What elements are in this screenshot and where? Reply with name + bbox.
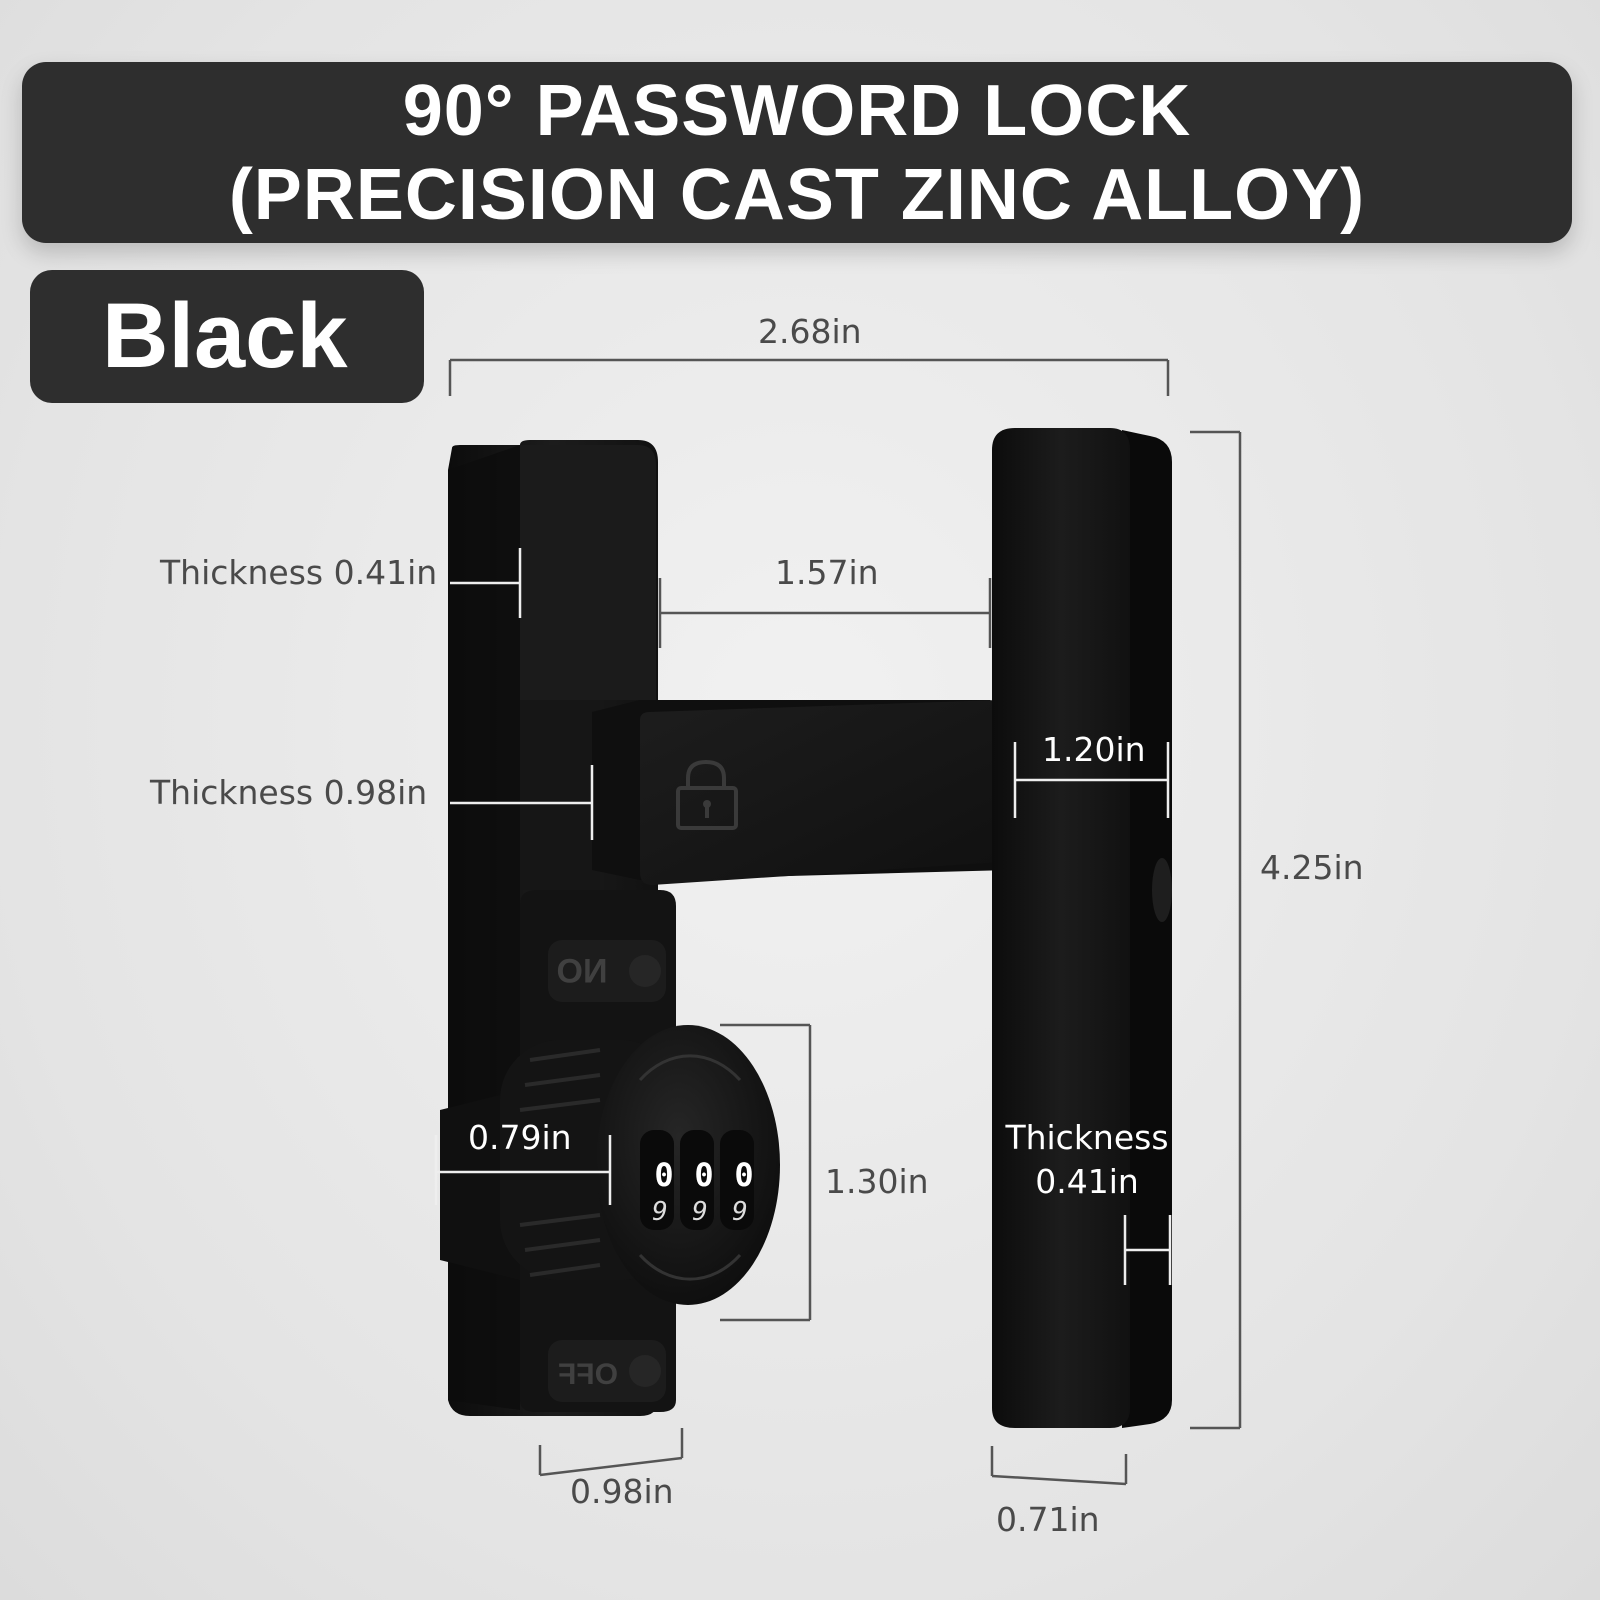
overall-width-label: 2.68in <box>758 312 862 351</box>
combination-dial: 0 0 0 9 9 9 <box>440 1025 780 1305</box>
dial-depth-label: 0.79in <box>468 1118 572 1157</box>
lock-arm <box>592 700 1012 885</box>
arm-width-label: 1.20in <box>1042 730 1146 769</box>
right-bottom-width-label: 0.71in <box>996 1500 1100 1539</box>
title-banner: 90° PASSWORD LOCK (PRECISION CAST ZINC A… <box>22 62 1572 243</box>
dial-digit-below-1: 9 <box>652 1197 668 1227</box>
dial-digit-3: 0 <box>734 1156 753 1194</box>
right-thickness-word: Thickness <box>1005 1118 1169 1157</box>
color-badge: Black <box>30 270 424 403</box>
height-label: 4.25in <box>1260 848 1364 887</box>
padlock-icon <box>676 759 738 830</box>
dial-digit-below-3: 9 <box>732 1197 748 1227</box>
right-thickness-value: 0.41in <box>1035 1162 1139 1201</box>
dial-digit-below-2: 9 <box>692 1197 708 1227</box>
switch-off-label: OFF <box>558 1358 618 1391</box>
mid-thickness-label: Thickness 0.98in <box>150 773 428 812</box>
dial-diameter-label: 1.30in <box>825 1162 929 1201</box>
title-line-1: 90° PASSWORD LOCK <box>402 70 1192 151</box>
right-bar <box>992 428 1172 1428</box>
dimension-lines <box>434 358 1242 1486</box>
title-line-2: (PRECISION CAST ZINC ALLOY) <box>228 154 1366 235</box>
top-thickness-label: Thickness 0.41in <box>160 553 438 592</box>
switch-on-label: ON <box>557 951 608 989</box>
left-bottom-width-label: 0.98in <box>570 1472 674 1511</box>
digit-wheels: 0 0 0 9 9 9 <box>640 1130 754 1230</box>
gap-width-label: 1.57in <box>775 553 879 592</box>
dial-digit-2: 0 <box>694 1156 713 1194</box>
dial-digit-1: 0 <box>654 1156 673 1194</box>
